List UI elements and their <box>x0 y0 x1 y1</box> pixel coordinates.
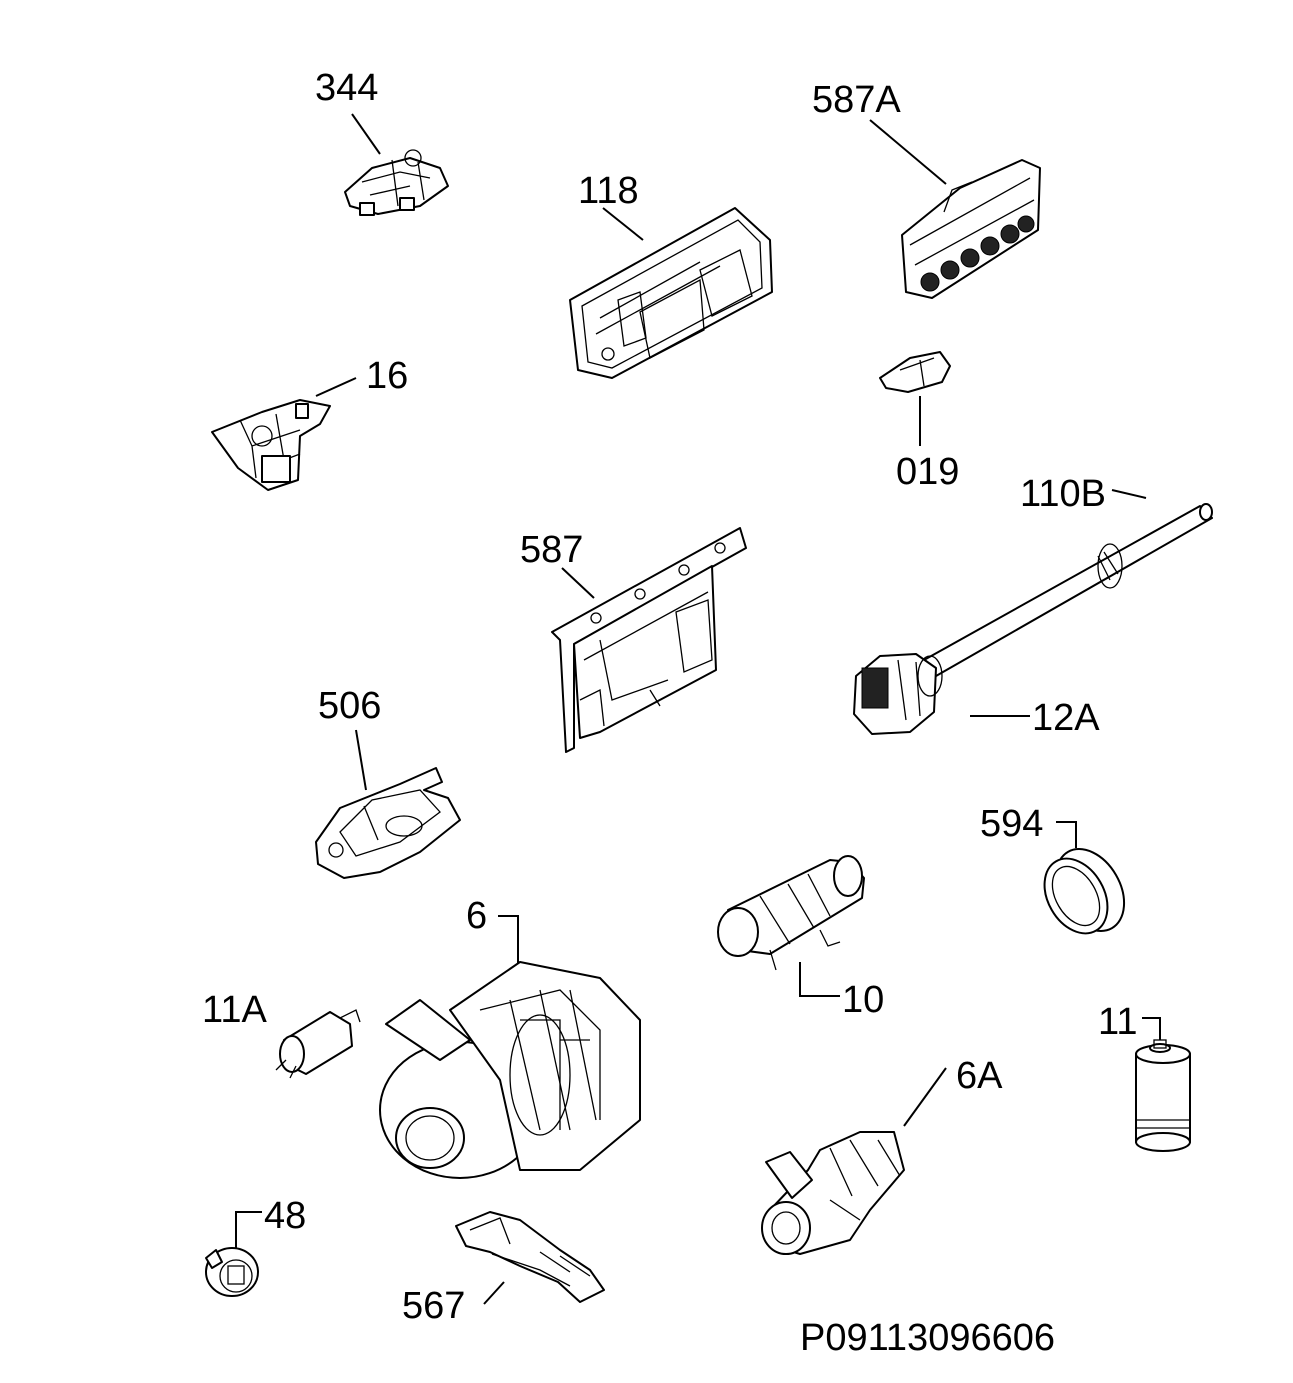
part-16 <box>211 399 331 491</box>
callout-6: 6 <box>466 895 487 937</box>
drawing-number: P09113096606 <box>800 1317 1055 1359</box>
part-019 <box>879 351 951 393</box>
callout-6A: 6A <box>956 1055 1003 1097</box>
part-587 <box>551 527 747 753</box>
part-12A <box>853 503 1213 735</box>
part-48 <box>205 1247 259 1297</box>
callout-506: 506 <box>318 685 381 727</box>
callout-11A: 11A <box>202 989 267 1031</box>
callout-12A: 12A <box>1032 697 1100 739</box>
callout-48: 48 <box>264 1195 306 1237</box>
callout-118: 118 <box>578 170 639 212</box>
part-344 <box>344 149 449 216</box>
callout-16: 16 <box>366 355 408 397</box>
part-11A <box>275 1009 361 1079</box>
callout-587A: 587A <box>812 79 901 121</box>
part-118 <box>569 207 773 379</box>
callout-110B: 110B <box>1020 473 1106 515</box>
callout-594: 594 <box>980 803 1043 845</box>
part-587A <box>901 159 1041 299</box>
part-6A <box>761 1131 905 1255</box>
callout-587: 587 <box>520 529 583 571</box>
callout-11: 11 <box>1098 1001 1137 1043</box>
callout-019: 019 <box>896 451 959 493</box>
callout-567: 567 <box>402 1285 465 1327</box>
part-10 <box>717 855 865 971</box>
part-506 <box>315 767 461 879</box>
callout-344: 344 <box>315 67 378 109</box>
part-11 <box>1135 1039 1191 1152</box>
callout-10: 10 <box>842 979 884 1021</box>
part-6 <box>379 961 641 1179</box>
part-567 <box>455 1211 605 1303</box>
part-594 <box>1043 848 1126 935</box>
